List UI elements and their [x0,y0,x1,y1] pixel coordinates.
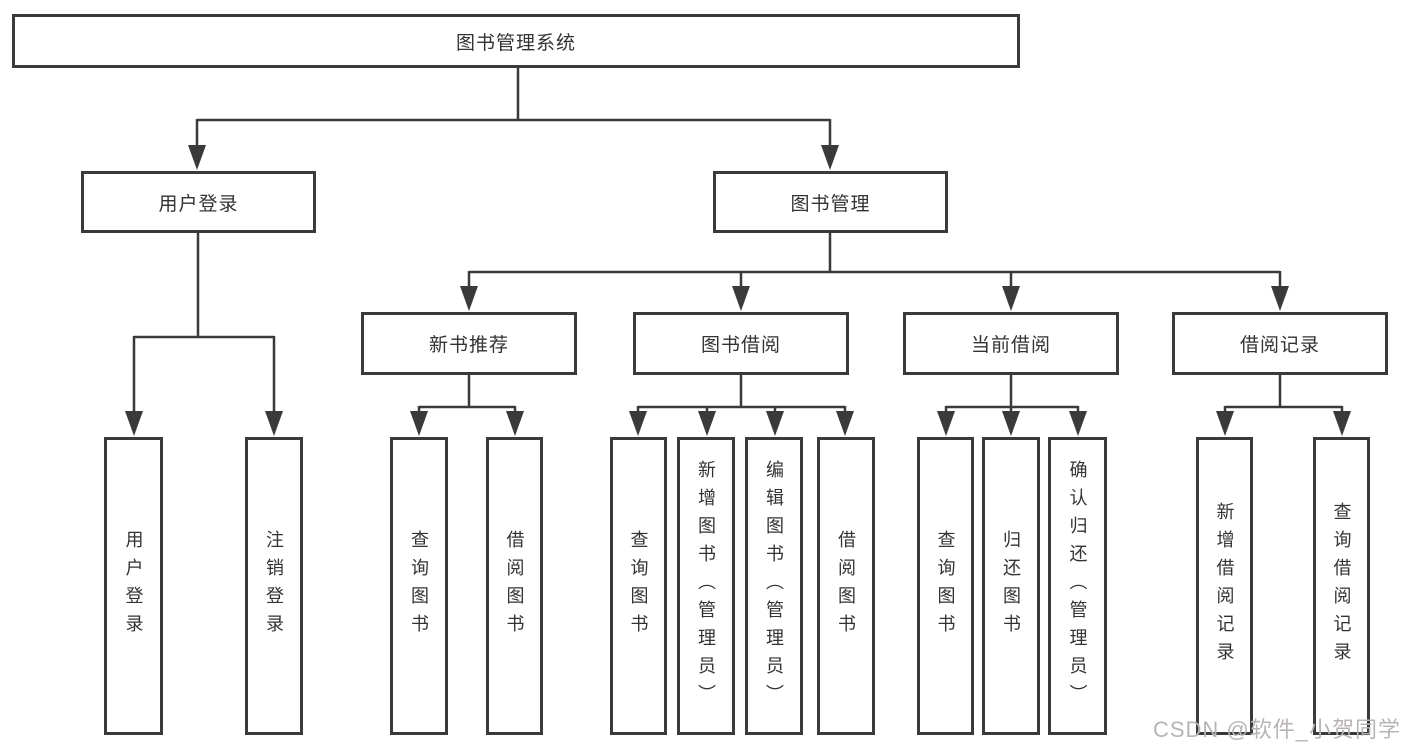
leaf-box-edit-books-admin: 编辑图书（管理员） [745,437,803,735]
leaf-box-confirm-return-admin: 确认归还（管理员） [1048,437,1107,735]
arrowheads-book-management-group [460,286,1289,311]
category-box-current-borrowing: 当前借阅 [903,312,1119,375]
leaf-label: 用户登录 [123,530,144,642]
csdn-watermark: CSDN @软件_小贺同学 [1152,717,1401,742]
leaf-label: 新增借阅记录 [1214,502,1235,670]
connector-root-to-branches [195,66,832,150]
leaf-label: 查询图书 [628,530,649,642]
category-box-new-book-recommend: 新书推荐 [361,312,577,375]
leaf-box-query-books-borrowing: 查询图书 [610,437,667,735]
leaf-label: 借阅图书 [504,530,525,642]
category-label: 借阅记录 [1239,335,1320,356]
leaf-box-query-books-current: 查询图书 [917,437,974,735]
branch-box-user-login: 用户登录 [81,171,316,233]
branch-label: 图书管理 [790,193,871,215]
connector-user-login-group [132,231,276,415]
leaf-label: 归还图书 [1001,530,1021,642]
category-label: 图书借阅 [700,335,781,356]
arrowheads-current-borrow-group [937,411,1087,436]
leaf-box-user-login: 用户登录 [104,437,163,735]
leaf-label: 新增图书（管理员） [696,460,716,712]
leaf-label: 编辑图书（管理员） [764,460,784,712]
category-box-book-borrowing: 图书借阅 [633,312,849,375]
branch-box-book-management: 图书管理 [713,171,948,233]
category-label: 当前借阅 [970,335,1051,356]
arrowheads-book-borrow-group [629,411,854,436]
leaf-box-add-borrow-record: 新增借阅记录 [1196,437,1253,735]
leaf-box-query-books-recommend: 查询图书 [390,437,448,735]
branch-label: 用户登录 [158,193,239,215]
leaf-box-query-borrow-record: 查询借阅记录 [1313,437,1370,735]
root-box-library-management-system: 图书管理系统 [12,14,1020,68]
connector-current-borrow-group [944,373,1080,415]
arrowheads-new-book-group [410,411,524,436]
leaf-box-borrow-books-recommend: 借阅图书 [486,437,543,735]
connector-book-management-group [467,231,1282,290]
leaf-label: 查询图书 [935,530,956,642]
leaf-box-return-books: 归还图书 [982,437,1040,735]
connector-new-book-group [417,373,517,415]
leaf-label: 查询借阅记录 [1331,502,1352,670]
category-label: 新书推荐 [428,335,509,356]
leaf-label: 借阅图书 [836,530,856,642]
arrowheads-user-login-group [125,411,283,436]
leaf-box-logout: 注销登录 [245,437,303,735]
category-box-borrowing-records: 借阅记录 [1172,312,1388,375]
arrowheads-borrow-record-group [1216,411,1351,436]
connector-book-borrow-group [636,373,847,415]
arrowheads-root-to-branches [188,145,839,170]
root-label: 图书管理系统 [455,32,576,54]
leaf-label: 确认归还（管理员） [1067,460,1088,712]
connector-borrow-record-group [1223,373,1344,415]
leaf-box-add-books-admin: 新增图书（管理员） [677,437,735,735]
leaf-label: 注销登录 [264,530,284,642]
leaf-label: 查询图书 [409,530,429,642]
leaf-box-borrow-books-borrowing: 借阅图书 [817,437,875,735]
